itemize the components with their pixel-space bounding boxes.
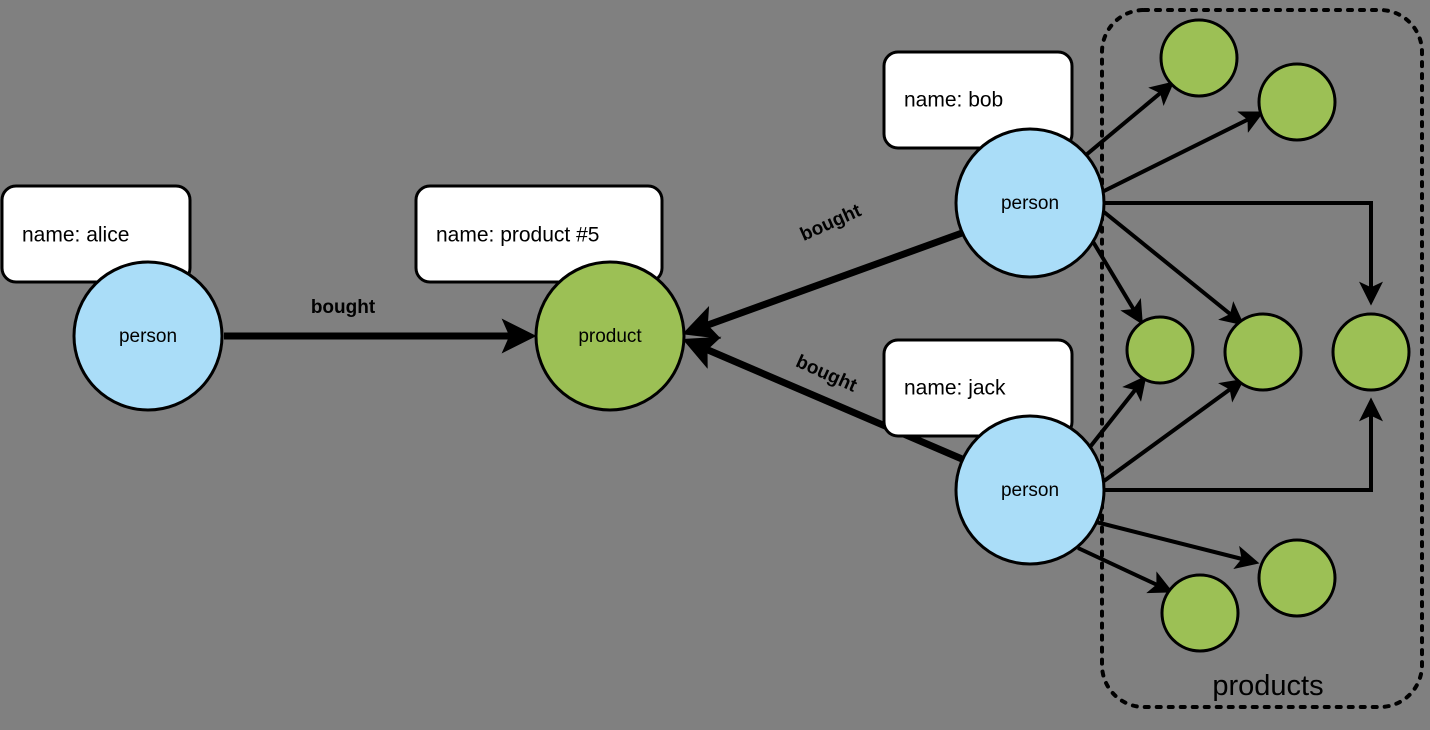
node-bob[interactable]: person bbox=[954, 127, 1106, 279]
edge-jack-p3 bbox=[1088, 375, 1147, 449]
property-box-jack: name: jack bbox=[882, 338, 1074, 438]
node-product-p6[interactable] bbox=[1257, 538, 1337, 618]
property-box-product-rect bbox=[414, 184, 664, 284]
edge-bob-p5 bbox=[1104, 201, 1383, 306]
node-product-p1[interactable] bbox=[1159, 18, 1239, 98]
edge-bob-p1 bbox=[1084, 81, 1175, 157]
node-jack-label: person bbox=[1001, 480, 1059, 501]
edge-jack-p7 bbox=[1077, 546, 1174, 594]
nodes-layer: person product person person bbox=[72, 18, 1411, 653]
edge-bob-bought-product bbox=[682, 229, 964, 339]
edge-bob-p2 bbox=[1101, 111, 1265, 194]
node-product-p4[interactable] bbox=[1223, 312, 1303, 392]
property-box-bob-rect bbox=[882, 50, 1074, 150]
products-cluster-label: products bbox=[1212, 670, 1323, 702]
property-box-product: name: product #5 bbox=[414, 184, 664, 284]
property-box-bob-text: name: bob bbox=[904, 89, 1003, 112]
node-alice-circle[interactable] bbox=[72, 260, 224, 412]
node-jack-circle[interactable] bbox=[954, 414, 1106, 566]
node-product-p7[interactable] bbox=[1160, 573, 1240, 653]
node-product5[interactable]: product bbox=[534, 260, 686, 412]
node-product-p2[interactable] bbox=[1257, 62, 1337, 142]
node-bob-circle[interactable] bbox=[954, 127, 1106, 279]
property-box-alice-text: name: alice bbox=[22, 224, 129, 247]
products-cluster-border bbox=[1100, 8, 1424, 709]
edges-layer bbox=[224, 81, 1383, 594]
node-product-p5[interactable] bbox=[1331, 312, 1411, 392]
node-jack[interactable]: person bbox=[954, 414, 1106, 566]
property-box-bob: name: bob bbox=[882, 50, 1074, 150]
property-boxes-layer: name: alice name: product #5 name: bob n… bbox=[0, 50, 1074, 438]
edge-jack-bought-product bbox=[682, 336, 964, 463]
node-alice[interactable]: person bbox=[72, 260, 224, 412]
node-product5-label: product bbox=[578, 326, 642, 347]
edge-jack-p5 bbox=[1104, 397, 1383, 492]
edge-label-alice-bought: bought bbox=[311, 297, 376, 318]
edge-jack-p4 bbox=[1102, 378, 1245, 483]
node-product-p3[interactable] bbox=[1125, 315, 1195, 385]
edge-jack-p6 bbox=[1095, 520, 1260, 570]
edge-bob-p3 bbox=[1090, 238, 1143, 325]
property-box-product-text: name: product #5 bbox=[436, 224, 599, 247]
node-bob-label: person bbox=[1001, 193, 1059, 214]
node-alice-label: person bbox=[119, 326, 177, 347]
node-product5-circle[interactable] bbox=[534, 260, 686, 412]
edge-label-bob-bought: bought bbox=[797, 200, 865, 246]
property-box-jack-text: name: jack bbox=[904, 377, 1006, 400]
edge-bob-p4 bbox=[1102, 210, 1245, 326]
